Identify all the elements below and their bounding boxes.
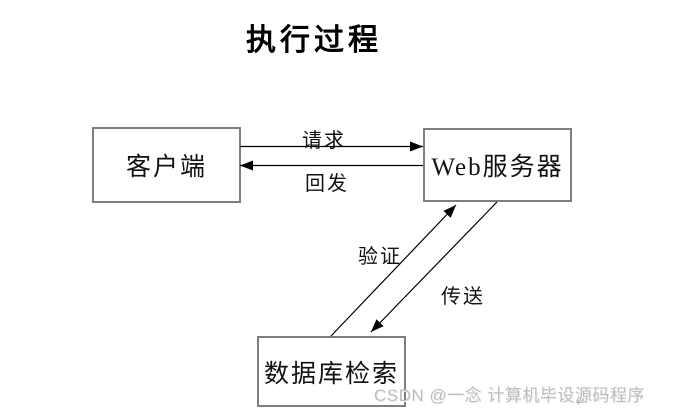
transfer-arrow — [370, 201, 498, 333]
edge-label-verify: 验证 — [358, 246, 402, 268]
diagram-title: 执行过程 — [246, 24, 382, 57]
edge-label-request: 请求 — [302, 130, 346, 152]
node-client-label: 客户端 — [125, 154, 207, 181]
watermark: CSDN @一念 计算机毕设源码程序 — [374, 386, 645, 405]
verify-arrow — [330, 204, 457, 337]
paragraph-return-mark-icon: ↵ — [576, 396, 586, 409]
node-web-server: Web服务器 — [423, 128, 572, 202]
node-database-label: 数据库检索 — [263, 360, 399, 388]
edge-label-postback: 回发 — [305, 173, 349, 195]
edge-label-transfer: 传送 — [441, 286, 485, 308]
node-web-server-label: Web服务器 — [431, 154, 564, 181]
node-client: 客户端 — [92, 127, 241, 203]
node-database: 数据库检索 — [257, 336, 406, 407]
